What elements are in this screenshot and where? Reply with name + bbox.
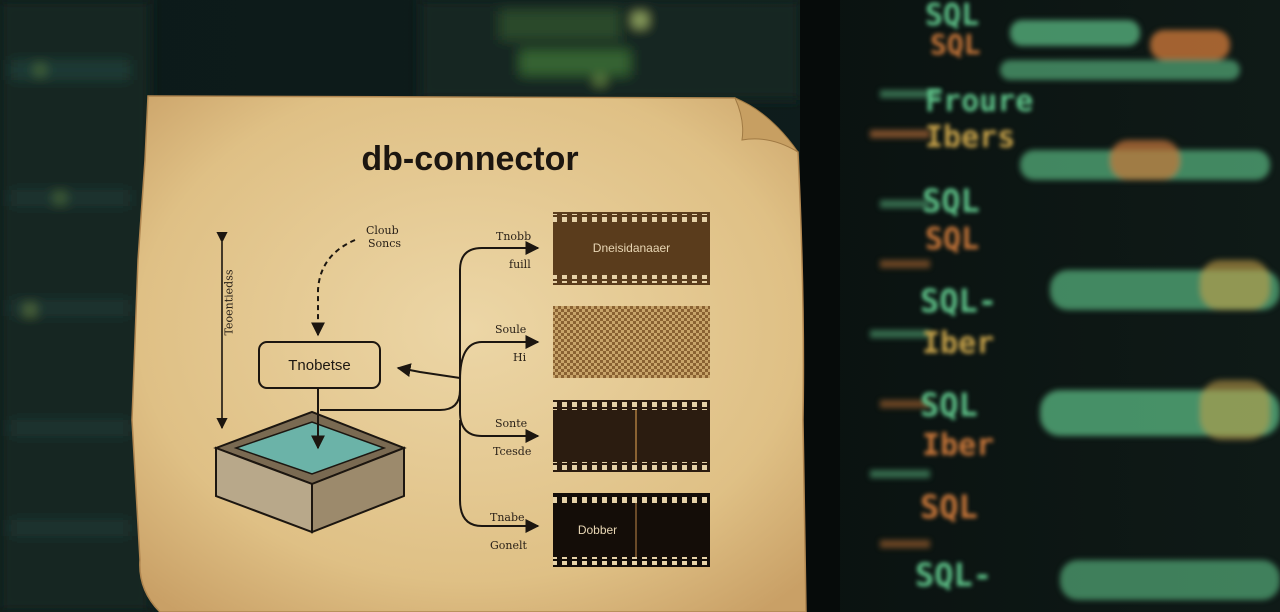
code-line: SQL <box>930 28 981 61</box>
strip-1-label-bottom: fuill <box>509 258 531 271</box>
input-label-top: Cloub <box>366 224 399 237</box>
code-line: Iber <box>922 428 995 463</box>
curled-corner <box>734 97 799 153</box>
code-line: Froure <box>925 84 1034 119</box>
server-rack-center <box>420 0 800 100</box>
vertical-axis-label: Teoentiedss <box>222 269 236 336</box>
strip-2-label-top: Soule <box>495 323 527 336</box>
diagram-title: db-connector <box>361 140 579 178</box>
input-label-bottom: Soncs <box>368 237 402 250</box>
strip-1-label-top: Tnobb <box>496 230 532 243</box>
branch-connectors <box>320 241 540 533</box>
strip-2-label-bottom: Hi <box>513 351 527 364</box>
database-box-label: Tnobetse <box>288 356 351 374</box>
code-line: SQL- <box>915 556 993 594</box>
code-line: SQL <box>920 386 978 424</box>
strip-3-label-top: Sonte <box>495 417 528 430</box>
code-line: SQL- <box>920 282 998 320</box>
strip-3-label-bottom: Tcesde <box>493 445 532 458</box>
code-line: SQL <box>925 0 980 33</box>
code-line: SQL <box>920 488 978 526</box>
strip-3 <box>553 400 710 472</box>
strip-2 <box>553 306 710 378</box>
code-line: Ibers <box>925 120 1016 155</box>
database-box <box>258 341 381 389</box>
strip-4-label-bottom: Gonelt <box>490 539 527 552</box>
strip-1-text: Dneisidanaaer <box>592 241 671 255</box>
strip-1 <box>553 212 710 285</box>
server-rack-left <box>0 0 150 612</box>
code-line: Iber <box>922 326 995 361</box>
database-tank-icon <box>213 410 407 534</box>
strip-4-label-top: Tnabe <box>490 511 525 524</box>
code-line: SQL <box>925 222 980 257</box>
strip-4 <box>553 493 710 567</box>
code-highlights <box>870 20 1280 600</box>
code-line: SQL <box>922 182 980 220</box>
input-dashed-arrow <box>311 239 356 337</box>
strip-4-text: Dobber <box>577 523 618 537</box>
